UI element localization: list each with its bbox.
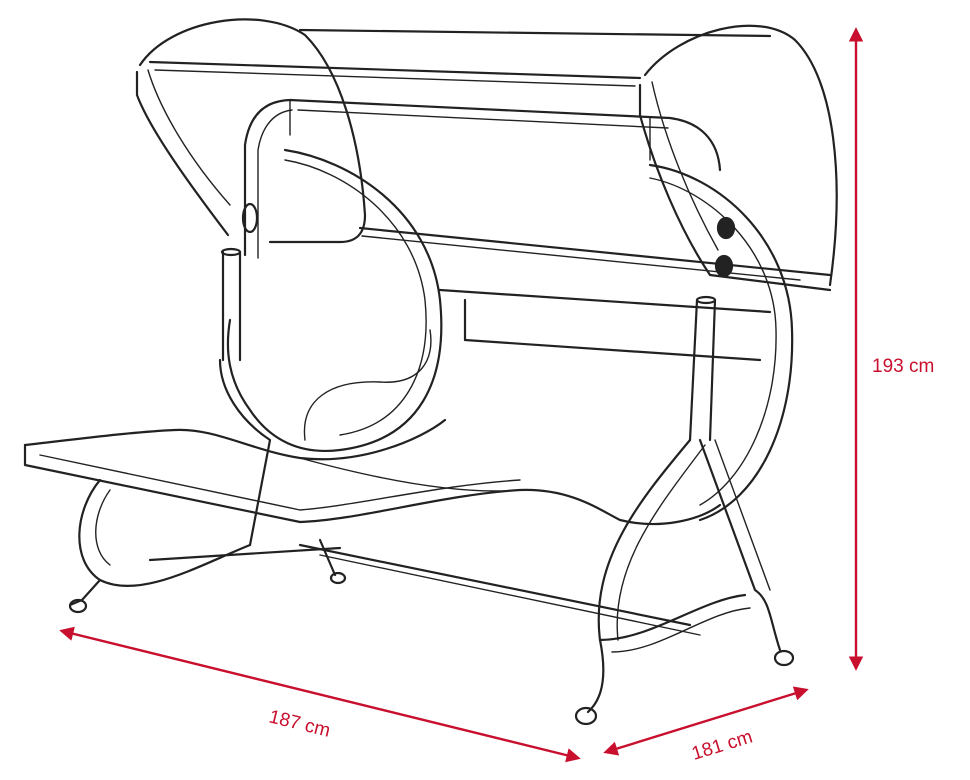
left-ring-outer [226, 148, 443, 452]
right-bolt-bottom [714, 254, 734, 278]
right-base-rail [598, 593, 747, 642]
canopy-lower-rail [358, 226, 832, 277]
swing-bench-drawing [23, 18, 838, 726]
right-ring-outer [648, 163, 794, 522]
right-front-leg [586, 438, 692, 714]
canopy-rail-back-2 [154, 69, 636, 87]
right-front-leg-2 [616, 444, 706, 641]
seat-front-edge-2 [39, 454, 521, 511]
backrest-top [438, 288, 772, 314]
width-dimension-line [59, 626, 581, 763]
dimension-depth: 181 cm [603, 686, 809, 765]
seat-back-edge [299, 457, 521, 492]
seat-front-edge [23, 443, 722, 526]
right-bolt-top [716, 216, 736, 240]
left-ring-inner [284, 159, 427, 436]
left-foot-cap [68, 598, 88, 614]
canopy-top-edge [298, 28, 772, 38]
left-upright [243, 98, 294, 257]
depth-label: 181 cm [689, 726, 755, 764]
top-beam [288, 98, 722, 172]
dimension-height: 193 cm [848, 27, 934, 671]
left-ring-cushion [303, 329, 432, 441]
canopy-left-frame-inner [147, 69, 231, 206]
seat-outer [23, 418, 447, 461]
right-post-cap [695, 295, 717, 305]
right-leg-frame-2 [714, 439, 771, 591]
width-label: 187 cm [267, 706, 333, 741]
canopy-rail-back [148, 60, 642, 80]
left-bolt [241, 202, 259, 234]
height-label: 193 cm [872, 356, 934, 377]
right-ring-inner [649, 177, 777, 506]
canopy-lower-rail-2 [361, 235, 801, 281]
left-base-tube [218, 358, 272, 547]
left-upright-2 [257, 109, 293, 259]
left-leg-loop-2 [95, 489, 111, 566]
right-post-2 [708, 298, 717, 442]
canopy-left-panel [138, 18, 367, 244]
dimension-width: 187 cm [59, 626, 581, 763]
canopy-left-frame [135, 70, 230, 237]
canopy-right-frame-inner [651, 81, 719, 251]
center-leg-cap [329, 571, 347, 585]
right-post [688, 298, 699, 442]
base-long-rail-2 [319, 554, 701, 636]
backrest-bottom [463, 338, 762, 362]
right-leg-frame [698, 438, 782, 652]
top-beam-2 [297, 109, 669, 129]
center-leg [318, 538, 337, 577]
right-base-rail-2 [611, 607, 751, 653]
depth-dimension-line [603, 686, 809, 756]
right-front-foot-cap [574, 706, 598, 726]
left-post-cap [220, 247, 242, 257]
base-long-rail [298, 543, 692, 627]
canopy-right-panel [643, 24, 838, 287]
base-cross-rail [148, 546, 342, 562]
right-back-foot-cap [773, 649, 795, 667]
left-leg-loop [78, 478, 252, 588]
